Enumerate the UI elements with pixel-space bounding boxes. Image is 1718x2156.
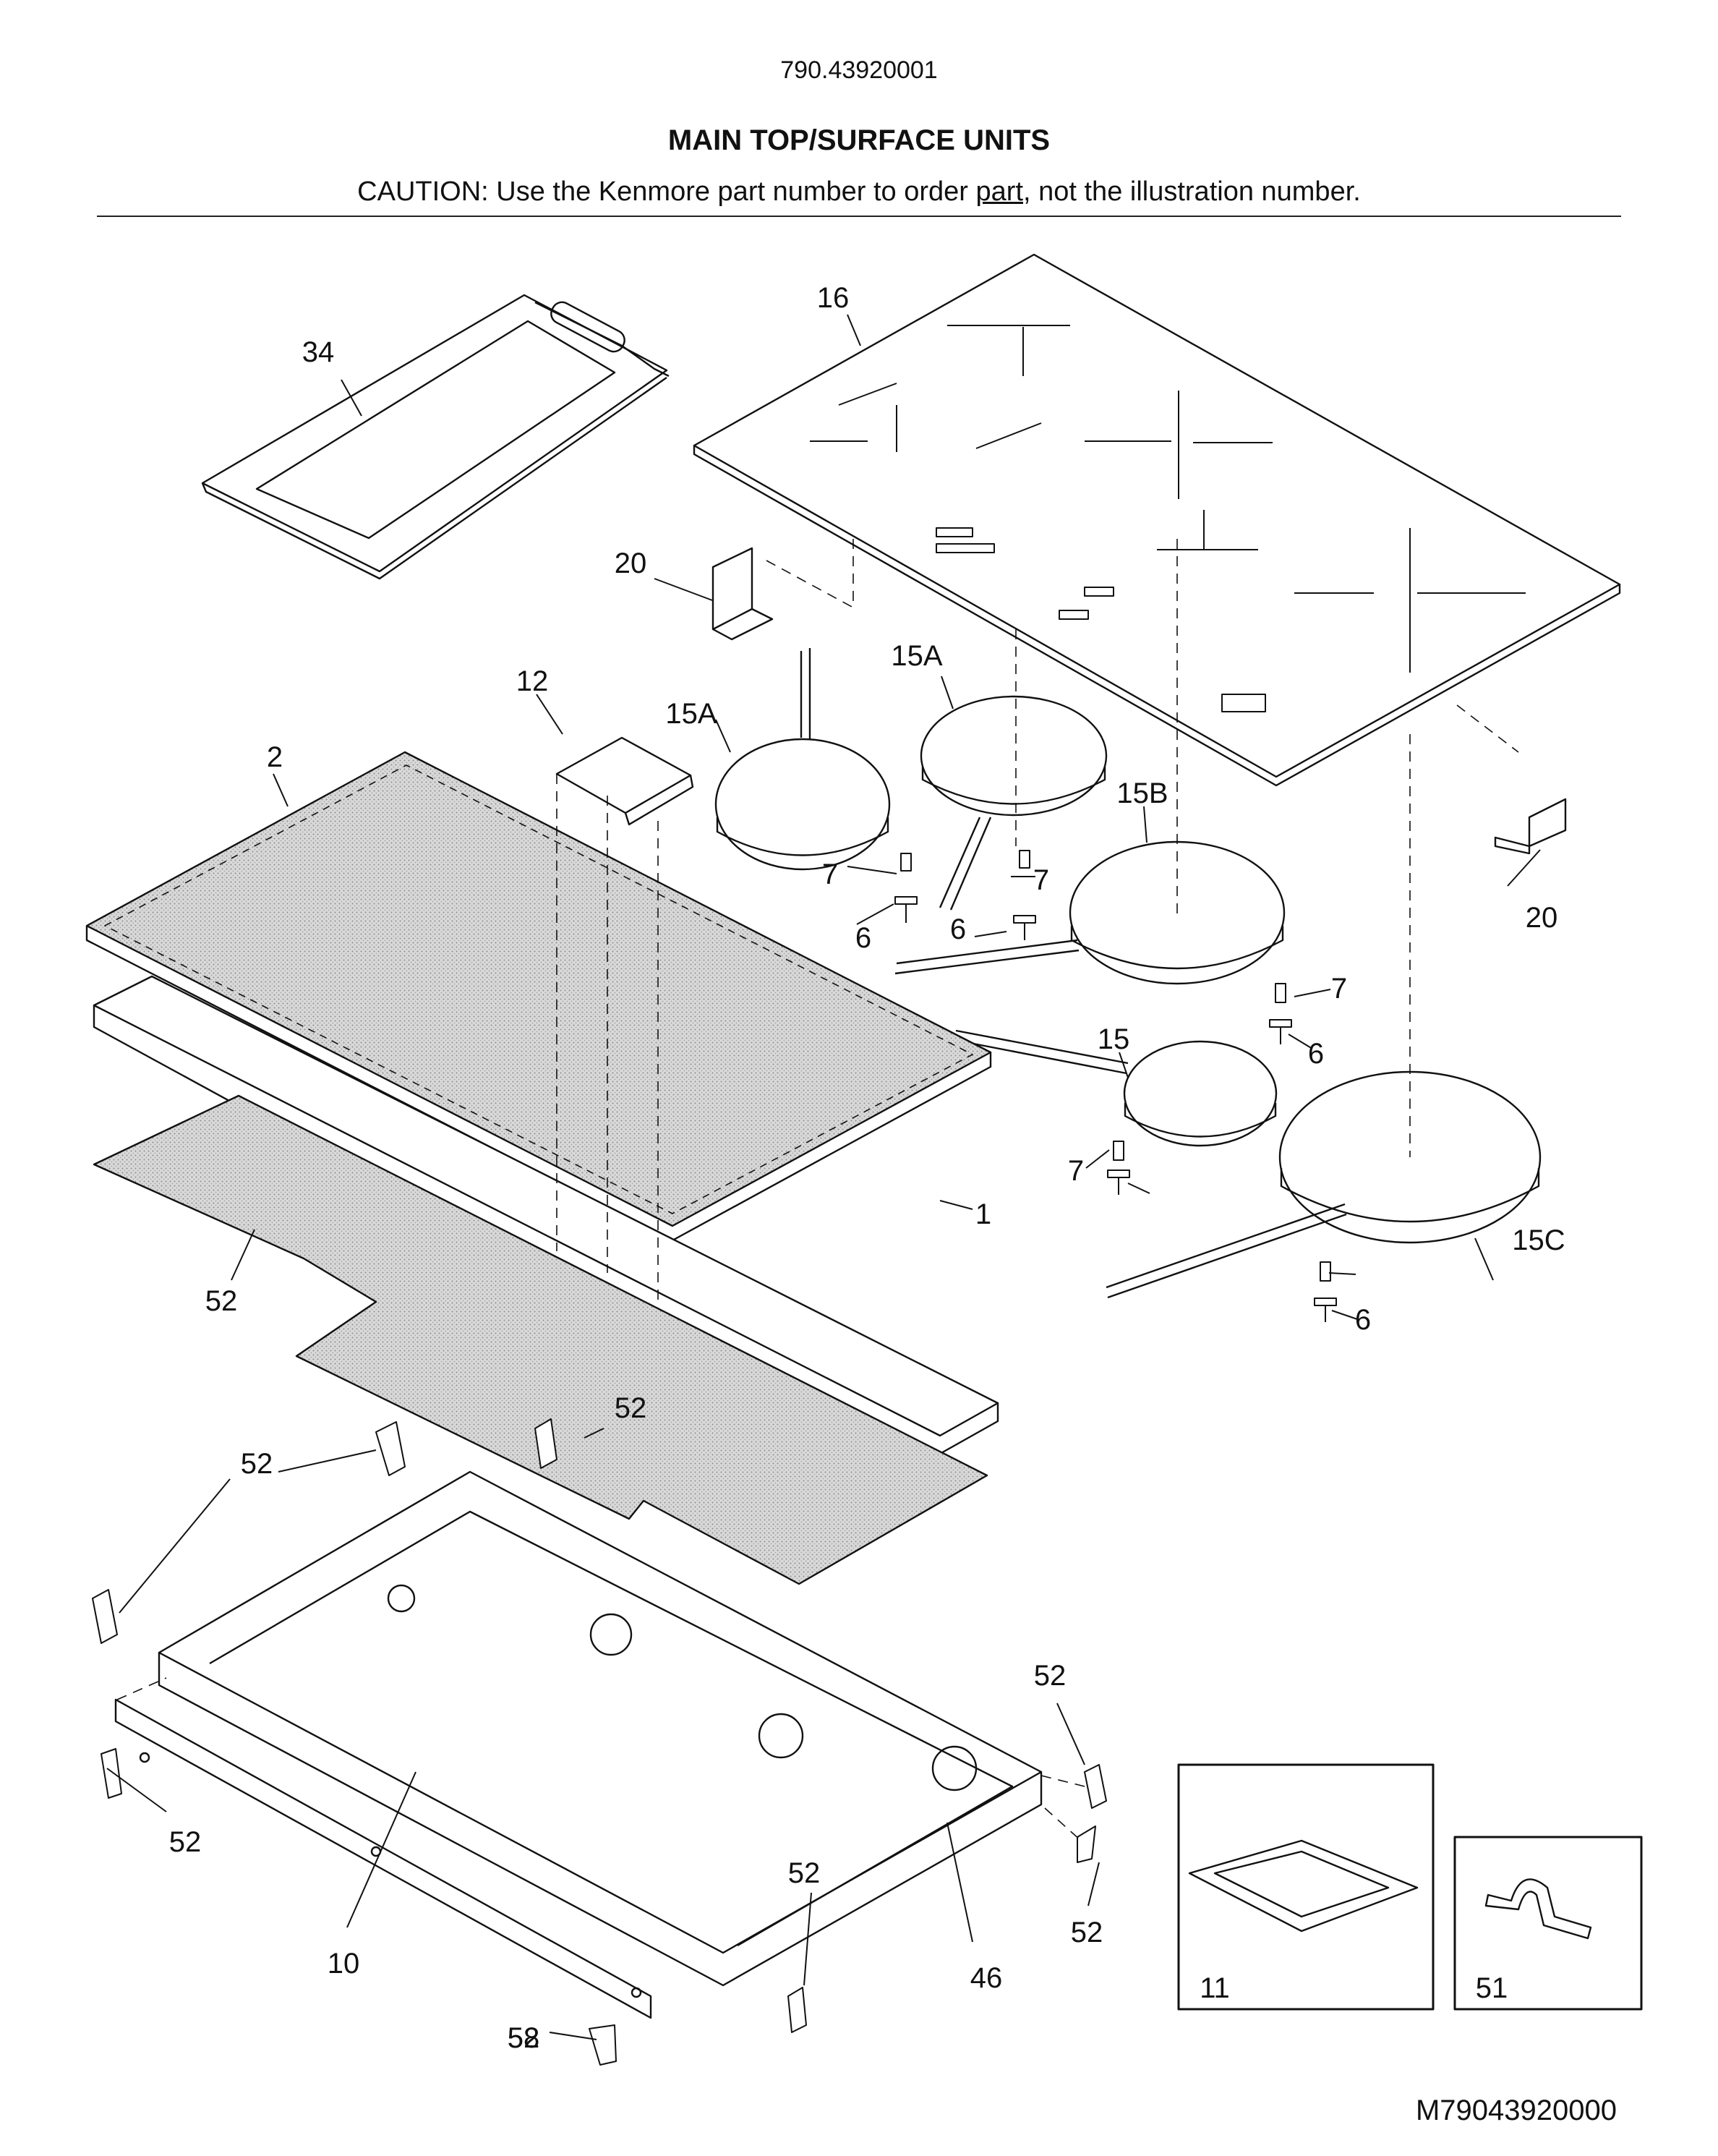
callout-46: 46 xyxy=(970,1962,1003,1994)
callout-leaders xyxy=(106,314,1541,2040)
mounting-bracket-part xyxy=(555,736,694,826)
callout-34: 34 xyxy=(302,336,335,368)
callout-2: 2 xyxy=(267,741,283,773)
callout-52: 52 xyxy=(615,1392,647,1424)
glass-cooktop-part xyxy=(693,253,1621,787)
chassis-part xyxy=(158,1470,1043,1987)
surface-element-15 xyxy=(954,1029,1278,1147)
callout-15a: 15A xyxy=(891,640,942,672)
caution-suffix: , not the illustration number. xyxy=(1023,176,1361,207)
bracket-part-left xyxy=(711,547,774,641)
callout-58: 58 xyxy=(508,2022,540,2054)
callout-52: 52 xyxy=(241,1448,273,1480)
callout-10: 10 xyxy=(328,1948,360,1980)
figure-id: M79043920000 xyxy=(1415,2095,1617,2126)
callout-6: 6 xyxy=(1355,1304,1371,1336)
callout-7: 7 xyxy=(1068,1155,1084,1187)
callout-15a: 15A xyxy=(665,698,717,730)
clamp-part-51 xyxy=(1484,1878,1592,1940)
callout-7: 7 xyxy=(1331,973,1347,1005)
model-number: 790.43920001 xyxy=(780,56,938,84)
surface-element-15B xyxy=(894,840,1286,985)
callout-1: 1 xyxy=(975,1198,991,1230)
page-title: MAIN TOP/SURFACE UNITS xyxy=(667,124,1051,156)
caution-prefix: CAUTION: Use the Kenmore part number to … xyxy=(357,176,976,207)
callout-16: 16 xyxy=(817,282,850,314)
caution-underlined-word: part xyxy=(975,176,1023,207)
callout-52: 52 xyxy=(508,2022,540,2054)
header-divider xyxy=(97,216,1621,217)
callout-52: 52 xyxy=(1071,1917,1103,1948)
callout-11: 11 xyxy=(1200,1972,1230,2004)
callout-7: 7 xyxy=(1033,864,1049,896)
inset-box-11 xyxy=(1177,1763,1435,2011)
callout-6: 6 xyxy=(1308,1038,1324,1070)
callout-15b: 15B xyxy=(1116,777,1168,809)
callout-51: 51 xyxy=(1476,1972,1508,2004)
callout-52: 52 xyxy=(205,1285,238,1317)
griddle-part xyxy=(201,294,670,580)
inset-box-51 xyxy=(1453,1836,1643,2011)
callout-52: 52 xyxy=(788,1857,821,1889)
callout-7: 7 xyxy=(822,858,838,890)
callout-6: 6 xyxy=(950,913,966,945)
bracket-part-right xyxy=(1494,798,1567,855)
callout-6: 6 xyxy=(855,922,871,954)
caution-note: CAUTION: Use the Kenmore part number to … xyxy=(0,176,1718,208)
callout-52: 52 xyxy=(1034,1660,1067,1692)
assembly-guide-lines xyxy=(116,539,1519,1841)
surface-element-15A-left xyxy=(714,648,891,871)
screw-and-spring-parts xyxy=(894,850,1337,1322)
callout-12: 12 xyxy=(516,665,549,697)
callout-20: 20 xyxy=(1526,902,1558,934)
bracket-part-11 xyxy=(1188,1839,1419,1933)
front-panel-part xyxy=(114,1698,652,2019)
clip-parts xyxy=(92,1418,1107,2066)
callout-20: 20 xyxy=(615,547,647,579)
callout-15c: 15C xyxy=(1512,1224,1565,1256)
lower-insulation-part xyxy=(93,1094,988,1585)
callout-52: 52 xyxy=(169,1826,202,1858)
surface-element-15A-right xyxy=(920,695,1108,911)
callout-15: 15 xyxy=(1098,1023,1130,1055)
